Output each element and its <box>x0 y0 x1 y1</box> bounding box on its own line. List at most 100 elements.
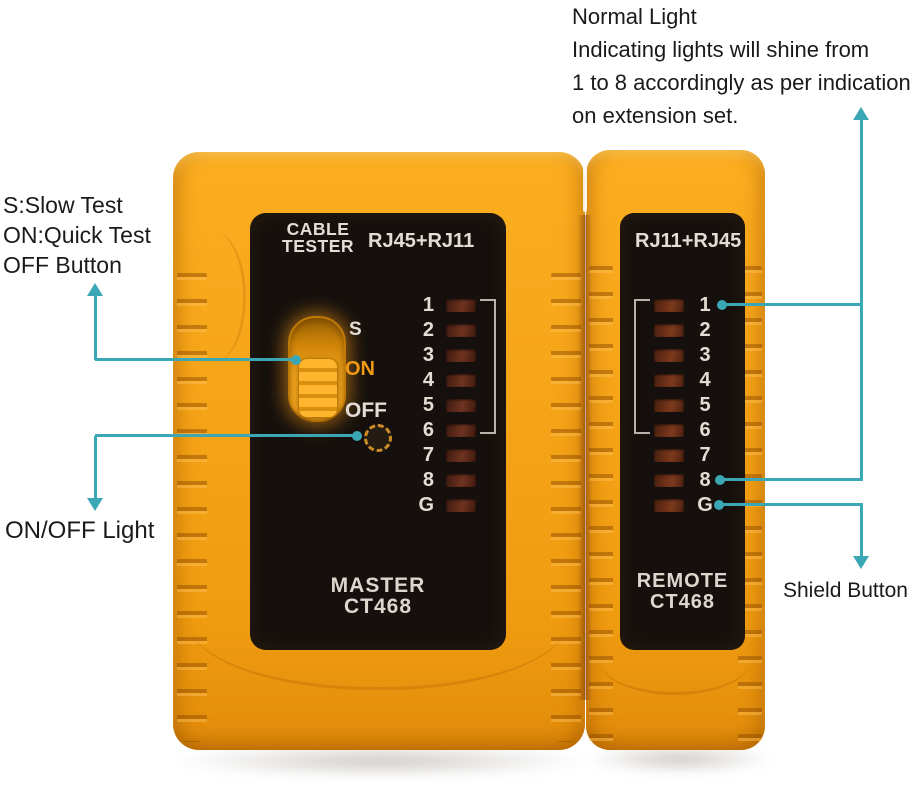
led-number: 3 <box>699 344 711 366</box>
led-number: 4 <box>699 369 711 391</box>
normal-light-note: Normal Light Indicating lights will shin… <box>572 0 911 132</box>
led-row: 7 <box>250 443 506 467</box>
switch-label-off: OFF <box>345 399 387 422</box>
callout-line-led1-h <box>724 303 862 306</box>
led-indicator <box>654 424 684 437</box>
led-number: 7 <box>422 444 434 466</box>
callout-line-light-h <box>95 434 359 437</box>
callout-dot-led1 <box>717 300 727 310</box>
led-row: 8 <box>250 468 506 492</box>
test-speed-switch <box>288 316 346 422</box>
switch-knob <box>298 358 338 418</box>
normal-light-line2: Indicating lights will shine from <box>572 37 870 62</box>
arrow-up-icon <box>87 283 103 296</box>
master-panel: CABLE TESTER RJ45+RJ11 S ON OFF 1 2 3 4 … <box>250 213 506 650</box>
switch-note-line3: OFF Button <box>3 252 122 278</box>
callout-line-light-v <box>94 436 97 498</box>
master-mold-arc-top <box>183 232 246 362</box>
led-number: 5 <box>422 394 434 416</box>
led-indicator <box>446 299 476 312</box>
led-row: 4 <box>620 368 745 392</box>
led-indicator <box>654 374 684 387</box>
led-group-bracket <box>480 299 496 434</box>
led-indicator <box>446 424 476 437</box>
callout-line-switch-v <box>94 296 97 360</box>
normal-light-title: Normal Light <box>572 4 697 29</box>
led-indicator <box>654 324 684 337</box>
callout-dot-led8 <box>715 475 725 485</box>
led-indicator <box>654 499 684 512</box>
led-row: 7 <box>620 443 745 467</box>
led-number: G <box>697 494 713 516</box>
remote-mold-arc-bottom <box>600 650 750 695</box>
switch-note: S:Slow Test ON:Quick Test OFF Button <box>3 190 151 280</box>
callout-dot-g <box>714 500 724 510</box>
led-indicator <box>654 449 684 462</box>
led-row: 4 <box>250 368 506 392</box>
led-indicator <box>654 474 684 487</box>
remote-model-number: CT468 <box>649 591 716 613</box>
remote-unit: RJ11+RJ45 1 2 3 4 5 6 7 8 G REMOTE CT468 <box>586 150 765 750</box>
normal-light-line3: 1 to 8 accordingly as per indication <box>572 70 911 95</box>
led-number: 6 <box>422 419 434 441</box>
unit-seam-gap <box>583 154 587 212</box>
led-number: 4 <box>422 369 434 391</box>
unit-seam <box>578 215 592 700</box>
led-indicator <box>446 499 476 512</box>
callout-line-g-v <box>860 505 863 556</box>
callout-line-switch-h <box>95 358 297 361</box>
callout-line-g-h <box>721 503 863 506</box>
led-row: G <box>250 493 506 517</box>
normal-light-line4: on extension set. <box>572 103 739 128</box>
brand-line1: CABLE <box>286 219 350 239</box>
led-indicator <box>654 299 684 312</box>
arrow-down-icon <box>87 498 103 511</box>
led-number: G <box>418 494 434 516</box>
master-grip-right <box>551 267 581 742</box>
led-number: 1 <box>699 294 711 316</box>
brand-line2: TESTER <box>282 236 355 256</box>
led-indicator <box>446 374 476 387</box>
onoff-indicator-light <box>364 424 392 452</box>
master-unit: CABLE TESTER RJ45+RJ11 S ON OFF 1 2 3 4 … <box>173 152 585 750</box>
led-number: 3 <box>422 344 434 366</box>
led-number: 7 <box>699 444 711 466</box>
switch-label-on: ON <box>345 358 375 380</box>
switch-note-line2: ON:Quick Test <box>3 222 151 248</box>
callout-line-led8-h <box>722 478 862 481</box>
remote-unit-name: REMOTE <box>636 570 729 592</box>
master-model-number: CT468 <box>343 595 413 618</box>
callout-dot-switch <box>291 355 301 365</box>
led-number: 5 <box>699 394 711 416</box>
led-number: 8 <box>422 469 434 491</box>
led-number: 6 <box>699 419 711 441</box>
remote-ports-label: RJ11+RJ45 <box>635 230 742 252</box>
led-row: 1 <box>250 293 506 317</box>
led-number: 8 <box>699 469 711 491</box>
master-mold-arc-bottom <box>189 622 567 690</box>
callout-dot-light <box>352 431 362 441</box>
led-row: 2 <box>250 318 506 342</box>
led-indicator <box>446 474 476 487</box>
led-row: 2 <box>620 318 745 342</box>
led-row: 6 <box>620 418 745 442</box>
led-number: 2 <box>422 319 434 341</box>
remote-panel: RJ11+RJ45 1 2 3 4 5 6 7 8 G REMOTE CT468 <box>620 213 745 650</box>
led-indicator <box>446 324 476 337</box>
led-indicator <box>654 349 684 362</box>
led-indicator <box>446 449 476 462</box>
led-row: 5 <box>250 393 506 417</box>
led-indicator <box>446 349 476 362</box>
led-row: 6 <box>250 418 506 442</box>
brand-label: CABLE TESTER <box>282 219 355 256</box>
led-number: 1 <box>422 294 434 316</box>
shield-button-label: Shield Button <box>783 579 908 602</box>
led-row: 3 <box>620 343 745 367</box>
switch-note-line1: S:Slow Test <box>3 192 123 218</box>
arrow-up-icon <box>853 107 869 120</box>
led-number: 2 <box>699 319 711 341</box>
led-row: 3 <box>250 343 506 367</box>
master-ports-label: RJ45+RJ11 <box>368 230 475 252</box>
led-indicator <box>446 399 476 412</box>
